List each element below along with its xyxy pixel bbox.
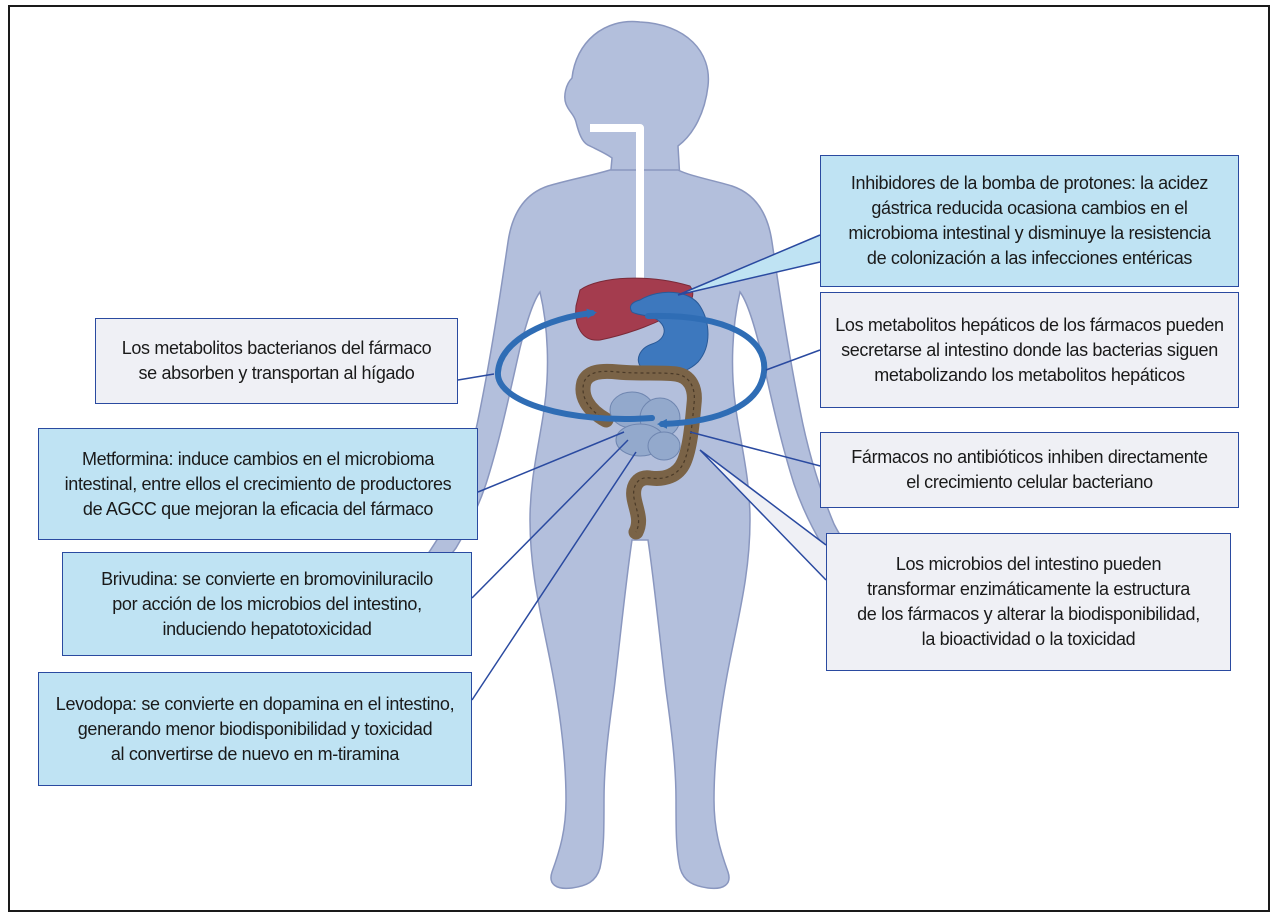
pointer-metab-bact bbox=[457, 373, 495, 381]
callout-wedge-ibp bbox=[677, 234, 821, 296]
box-levodopa-line-1: Levodopa: se convierte en dopamina en el… bbox=[55, 693, 455, 714]
box-levodopa: Levodopa: se convierte en dopamina en el… bbox=[38, 672, 472, 786]
box-brivudina: Brivudina: se convierte en bromovinilura… bbox=[62, 552, 472, 656]
pointer-no-antibioticos bbox=[689, 431, 829, 469]
circulation-arrows bbox=[495, 308, 768, 429]
small-intestine bbox=[609, 391, 681, 461]
box-levodopa-line-3: al convertirse de nuevo en m-tiramina bbox=[110, 743, 400, 764]
box-ibp-line-3: microbioma intestinal y disminuye la res… bbox=[848, 223, 1211, 243]
box-metformina: Metformina: induce cambios en el microbi… bbox=[38, 428, 478, 540]
box-microbios-intestino: Los microbios del intestino pueden trans… bbox=[826, 533, 1231, 671]
pointer-lines bbox=[457, 349, 829, 701]
box-metformina-line-3: de AGCC que mejoran la eficacia del fárm… bbox=[82, 498, 434, 519]
box-no-antib-line-1: Fármacos no antibióticos inhiben directa… bbox=[851, 447, 1208, 467]
box-no-antib-line-2: el crecimiento celular bacteriano bbox=[906, 472, 1153, 492]
box-metabolitos-bacterianos: Los metabolitos bacterianos del fármaco … bbox=[95, 318, 458, 404]
box-metabolitos-hepaticos: Los metabolitos hepáticos de los fármaco… bbox=[820, 292, 1239, 408]
box-ibp-line-2: gástrica reducida ocasiona cambios en el bbox=[871, 198, 1188, 218]
box-metab-bact-line-1: Los metabolitos bacterianos del fármaco bbox=[121, 338, 432, 358]
head-shape bbox=[564, 20, 710, 181]
pointer-metformina bbox=[477, 431, 625, 493]
esophagus bbox=[590, 124, 644, 290]
box-brivudina-line-2: por acción de los microbios del intestin… bbox=[112, 593, 422, 614]
arrow-to-intestine bbox=[645, 312, 768, 429]
callout-wedge-microbios bbox=[699, 449, 827, 581]
box-ibp-line-1: Inhibidores de la bomba de protones: la … bbox=[850, 173, 1209, 193]
box-inhibidores-bomba-protones: Inhibidores de la bomba de protones: la … bbox=[820, 155, 1239, 287]
box-microbios-line-1: Los microbios del intestino pueden bbox=[895, 554, 1162, 574]
box-metab-bact-line-2: se absorben y transportan al hígado bbox=[138, 363, 415, 383]
pointer-brivudina bbox=[471, 439, 629, 599]
box-microbios-line-3: de los fármacos y alterar la biodisponib… bbox=[857, 604, 1200, 624]
box-levodopa-line-2: generando menor biodisponibilidad y toxi… bbox=[77, 718, 433, 739]
box-metab-hep-line-1: Los metabolitos hepáticos de los fármaco… bbox=[835, 314, 1224, 335]
box-microbios-line-2: transformar enzimáticamente la estructur… bbox=[867, 579, 1190, 599]
box-brivudina-line-1: Brivudina: se convierte en bromovinilura… bbox=[101, 568, 433, 589]
colon-outline bbox=[582, 370, 695, 533]
box-metab-hep-line-2: secretarse al intestino donde las bacter… bbox=[841, 339, 1218, 360]
box-brivudina-line-3: induciendo hepatotoxicidad bbox=[162, 618, 372, 639]
arrow-to-liver bbox=[495, 308, 655, 422]
diagram-frame bbox=[8, 5, 1270, 912]
box-ibp-line-4: de colonización a las infecciones entéri… bbox=[866, 248, 1193, 268]
box-metformina-line-2: intestinal, entre ellos el crecimiento d… bbox=[64, 473, 452, 494]
box-farmacos-no-antibioticos: Fármacos no antibióticos inhiben directa… bbox=[820, 432, 1239, 508]
box-metab-hep-line-3: metabolizando los metabolitos hepáticos bbox=[874, 364, 1185, 385]
box-metformina-line-1: Metformina: induce cambios en el microbi… bbox=[81, 448, 435, 469]
pointer-metab-hep bbox=[765, 349, 821, 371]
pointer-levodopa bbox=[471, 451, 637, 701]
box-microbios-line-4: la bioactividad o la toxicidad bbox=[921, 629, 1136, 649]
